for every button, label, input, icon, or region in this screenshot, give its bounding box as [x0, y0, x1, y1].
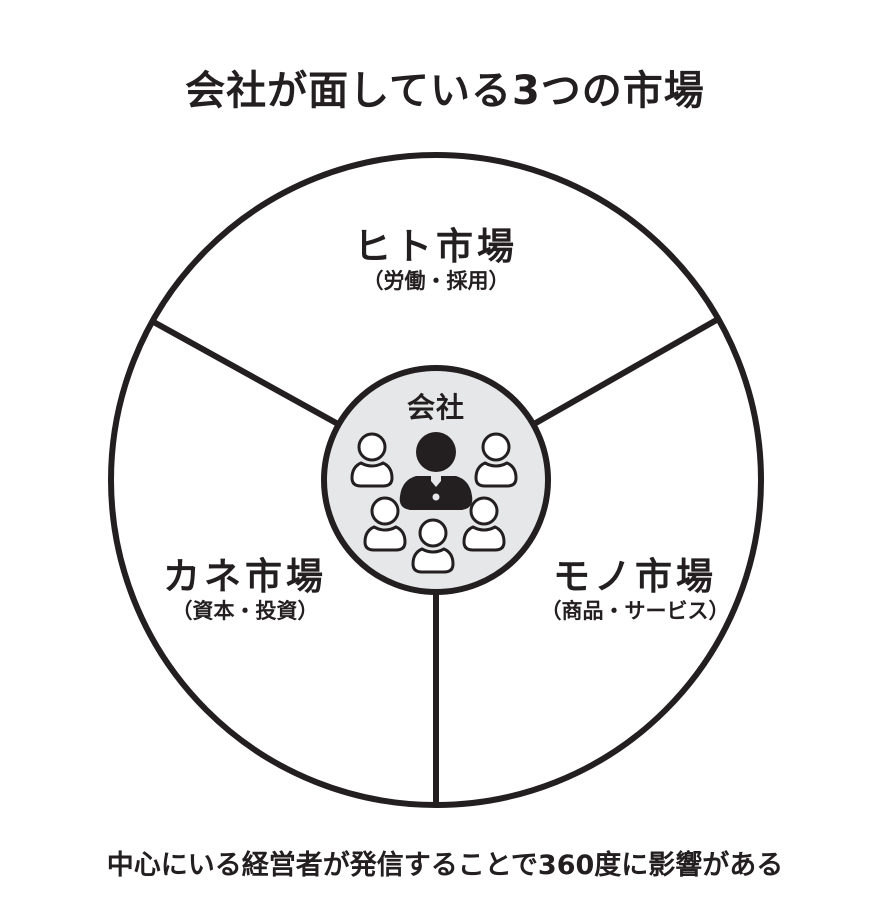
employee-person-icon	[411, 518, 455, 574]
diagram-title: 会社が面している3つの市場	[185, 68, 705, 114]
employee-person-icon	[363, 496, 407, 552]
segment-money-market: カネ市場 （資本・投資）	[110, 556, 380, 624]
segment-subtitle: （商品・サービス）	[540, 599, 730, 623]
segment-goods-market: モノ市場 （商品・サービス）	[500, 556, 770, 624]
diagram-caption: 中心にいる経営者が発信することで360度に影響がある	[106, 850, 784, 881]
spoke-upper-right	[532, 315, 722, 427]
segment-name: モノ市場	[553, 555, 717, 598]
segment-subtitle: （労働・採用）	[362, 269, 510, 293]
leader-person-icon	[399, 432, 473, 510]
segment-name: ヒト市場	[354, 225, 518, 268]
company-label: 会社	[406, 391, 465, 424]
segment-people-market: ヒト市場 （労働・採用）	[286, 226, 586, 294]
spoke-upper-left	[148, 317, 340, 427]
segment-name: カネ市場	[163, 555, 327, 598]
employee-person-icon	[474, 432, 518, 488]
employee-person-icon	[462, 496, 506, 552]
employee-person-icon	[350, 432, 394, 488]
segment-subtitle: （資本・投資）	[171, 599, 319, 623]
